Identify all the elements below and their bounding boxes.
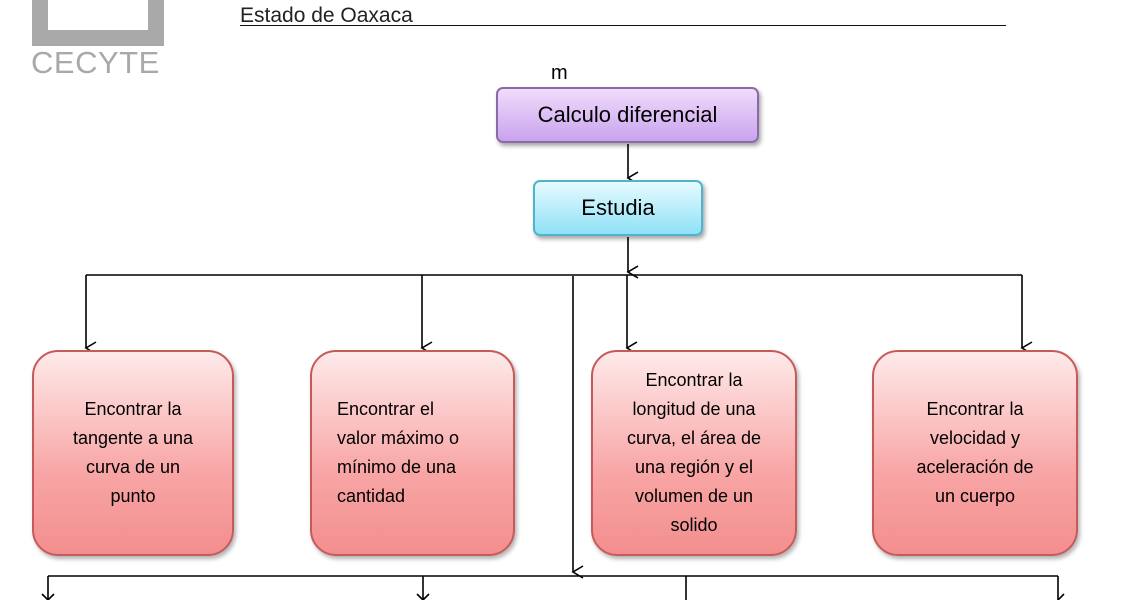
stray-text: m bbox=[551, 62, 568, 84]
branch-node-velocidad: Encontrar la velocidad y aceleración de … bbox=[872, 350, 1078, 556]
header-rule bbox=[240, 25, 1006, 26]
connector-node: Estudia bbox=[533, 180, 703, 236]
branch-label: Encontrar la longitud de una curva, el á… bbox=[626, 370, 762, 535]
logo-text: CECYTE bbox=[31, 45, 160, 80]
header-subtitle: Estado de Oaxaca bbox=[240, 4, 413, 27]
root-node: Calculo diferencial bbox=[496, 87, 759, 143]
branch-node-tangente: Encontrar la tangente a una curva de un … bbox=[32, 350, 234, 556]
branch-label: Encontrar la velocidad y aceleración de … bbox=[916, 399, 1034, 506]
branch-node-longitud-area: Encontrar la longitud de una curva, el á… bbox=[591, 350, 797, 556]
root-label: Calculo diferencial bbox=[537, 102, 718, 127]
cecyte-logo-mark bbox=[32, 0, 164, 46]
connector-label: Estudia bbox=[581, 195, 655, 220]
branch-node-maximo-minimo: Encontrar el valor máximo o mínimo de un… bbox=[310, 350, 515, 556]
branch-label: Encontrar el valor máximo o mínimo de un… bbox=[337, 399, 460, 506]
branch-label: Encontrar la tangente a una curva de un … bbox=[72, 399, 194, 506]
